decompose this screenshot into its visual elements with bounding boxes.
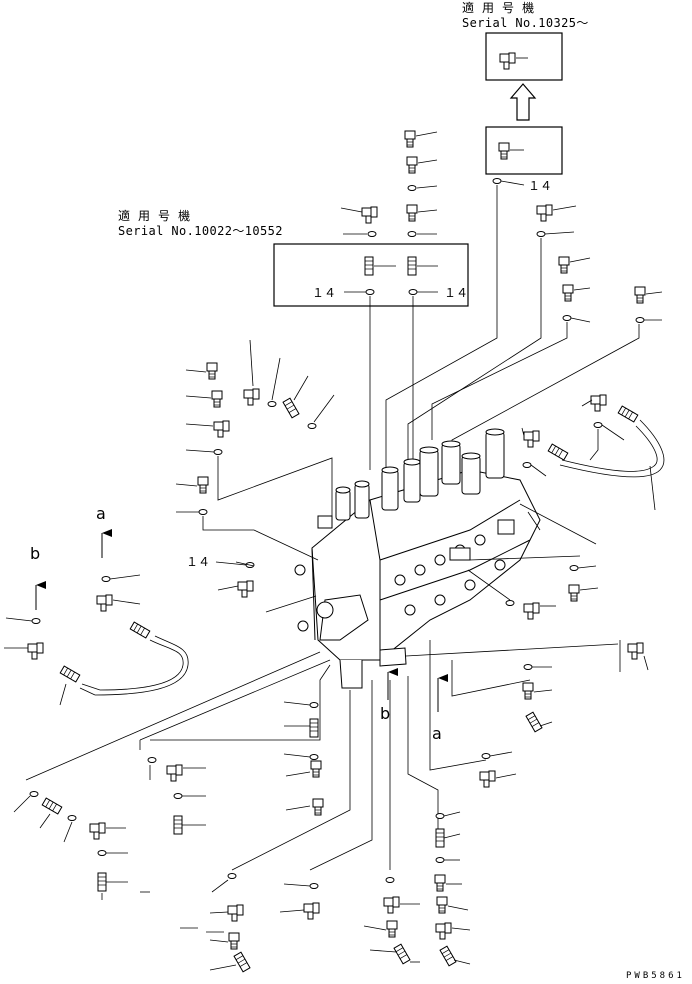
inset-box-top [485, 32, 563, 81]
ref-14-valve-left: １４ [186, 555, 211, 569]
fitting-stack-upper [340, 130, 663, 323]
control-valve-assembly [294, 428, 541, 689]
serial-top-range: Serial No.10325～ [462, 16, 589, 30]
fittings-lower-right [363, 640, 649, 967]
ref-14-inset-left: １４ [312, 286, 337, 300]
serial-top-title: 適 用 号 機 [462, 1, 535, 15]
fittings-lower-center [140, 664, 373, 973]
inset-box-middle [485, 126, 563, 175]
upgrade-arrow [509, 83, 537, 121]
serial-left-title: 適 用 号 機 [118, 209, 191, 223]
fittings-left-upper [175, 339, 335, 561]
fittings-lower-left [13, 651, 331, 900]
hose-assembly-left [4, 561, 317, 706]
leader-lines [369, 185, 640, 470]
view-mark-b-center: b [380, 704, 391, 723]
inset-box-left [273, 243, 469, 307]
serial-left-range: Serial No.10022～10552 [118, 224, 283, 238]
ref-14-top: １４ [528, 179, 553, 193]
drawing-code: PWB5861 [626, 971, 685, 981]
hose-assembly-right [467, 394, 665, 620]
view-mark-a-upper: a [96, 504, 106, 523]
view-mark-a-center: a [432, 724, 442, 743]
view-mark-b-upper: b [30, 544, 41, 563]
ref-14-inset-right: １４ [444, 286, 469, 300]
